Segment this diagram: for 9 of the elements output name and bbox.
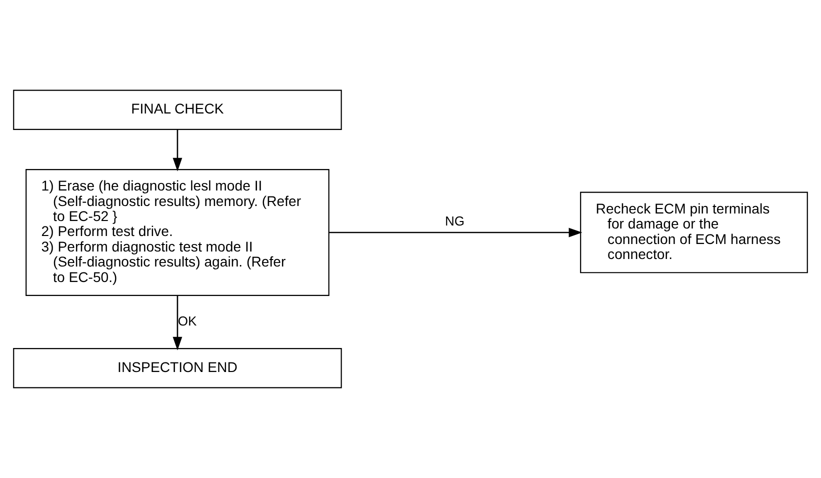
arrow — [172, 130, 182, 172]
node-box: FINAL CHECK — [13, 90, 342, 130]
edge-label: OK — [178, 313, 197, 328]
edge-label: NG — [444, 214, 464, 229]
node-box: INSPECTION END — [13, 348, 342, 388]
arrow — [172, 296, 182, 350]
arrow — [328, 228, 582, 238]
node-box: 1) Erase (he diagnostic lesl mode II (Self-diagnostic results) memory. (Refer to EC-52 } 2) Perform test drive. 3) Perform diagnostic test mode II (Self-diagnostic results) again. (Refer to EC-50.) — [26, 169, 330, 296]
node-box: Recheck ECM pin terminals for damage or the connection of ECM harness connector. — [580, 192, 808, 274]
